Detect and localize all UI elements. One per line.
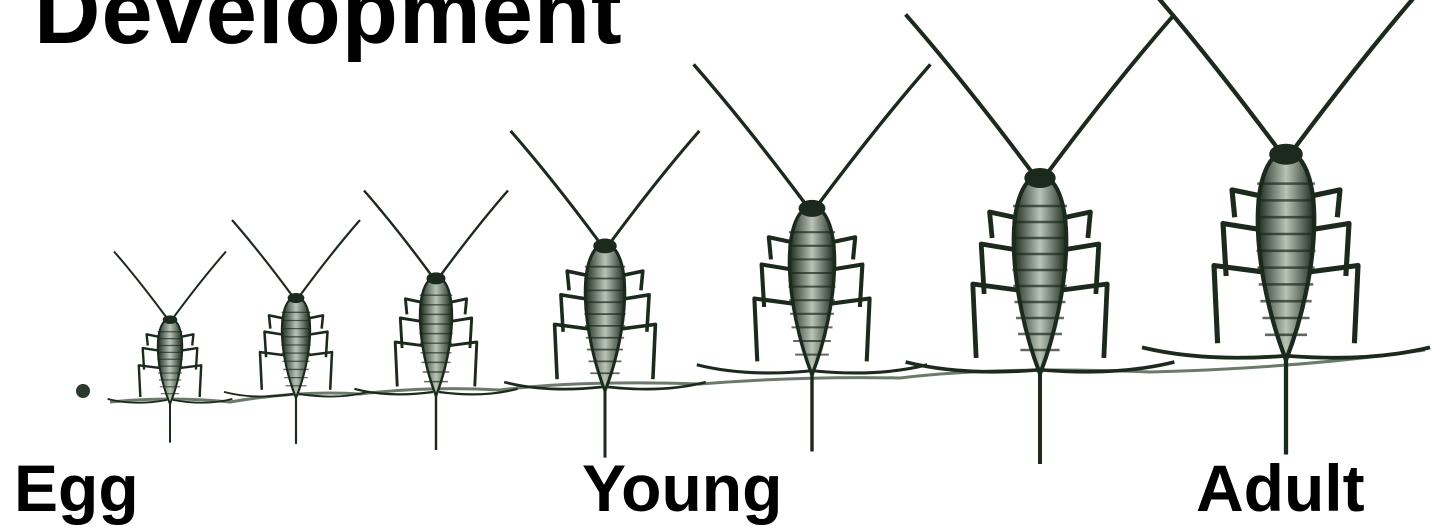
stage-label-adult: Adult <box>1196 455 1365 521</box>
silverfish-icon <box>224 220 368 444</box>
egg-icon <box>76 384 90 398</box>
silverfish-icon <box>504 131 706 458</box>
silverfish-icon <box>694 64 931 451</box>
silverfish-icon <box>108 252 233 443</box>
stage-label-young: Young <box>582 455 782 521</box>
silverfish-icon <box>906 14 1175 464</box>
silverfish-icon <box>1142 0 1430 455</box>
stage-label-egg: Egg <box>14 455 139 521</box>
silverfish-icon <box>354 191 517 451</box>
